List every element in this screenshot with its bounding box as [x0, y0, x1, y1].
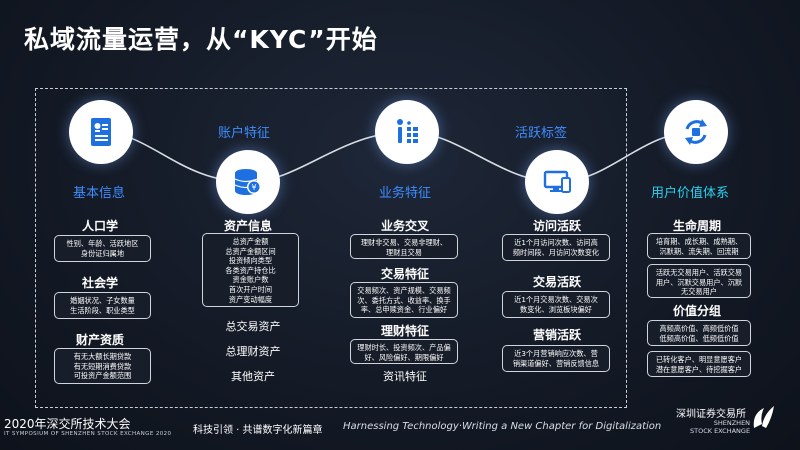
asset-qualification-card: 有无大额长期贷款 有无短期消费贷款 可投资产金额范围 [54, 348, 151, 384]
marketing-active-header: 营销活跃 [532, 328, 581, 342]
user-value-label: 用户价值体系 [651, 186, 730, 201]
account-feature-label: 账户特征 [218, 126, 271, 141]
user-value-node [664, 100, 728, 164]
active-trade-card: 活跃无交易用户、活跃交易 用户、沉默交易用户、沉默 无交易用户 [647, 264, 751, 298]
asset-qualification-header: 财产资质 [75, 333, 124, 347]
sociology-header: 社会学 [81, 276, 118, 290]
basic-info-node [69, 100, 133, 164]
visit-active-card: 近1个月访问次数、访问高 频时间段、月访问次数变化 [502, 234, 610, 261]
event-title: 2020年深交所技术大会 [4, 417, 131, 431]
info-list-icon [397, 119, 418, 143]
trade-active-header: 交易活跃 [532, 275, 581, 289]
activity-tag-label: 活跃标签 [515, 126, 568, 141]
other-asset: 其他资产 [231, 370, 275, 383]
event-subtitle: IT SYMPOSIUM OF SHENZHEN STOCK EXCHANGE … [4, 431, 172, 437]
conversion-card: 已转化客户、明显意愿客户 潜在意愿客户、待挖掘客户 [647, 351, 751, 377]
slogan-cn: 科技引领 · 共谱数字化新篇章 [193, 425, 323, 436]
wealth-feature-card: 理财时长、投资频次、产品偏 好、风险偏好、期限偏好 [350, 339, 458, 364]
lifecycle-header: 生命周期 [672, 219, 721, 233]
dashed-frame [35, 88, 627, 408]
activity-tag-node [525, 150, 589, 214]
value-group-header: 价值分组 [672, 304, 721, 318]
id-card-icon [91, 118, 111, 146]
coin-stack-icon: ¥ [234, 169, 261, 195]
trade-feature-header: 交易特征 [380, 267, 429, 281]
total-trade-asset: 总交易资产 [225, 320, 281, 333]
demographics-card: 性别、年龄、活跃地区 身份证归属地 [54, 235, 151, 262]
value-group-card: 高频高价值、高频低价值 低频高价值、低频低价值 [647, 320, 751, 346]
total-wealth-asset: 总理财资产 [225, 345, 281, 358]
wealth-feature-header: 理财特征 [380, 324, 429, 338]
svg-text:¥: ¥ [251, 183, 256, 192]
sociology-card: 婚姻状况、子女数量 生活阶段、职业类型 [54, 292, 151, 319]
business-cross-card: 理财非交易、交易非理财、 理财且交易 [350, 234, 458, 259]
org-name-en: SHENZHEN STOCK EXCHANGE [690, 419, 751, 435]
asset-info-card: 总资产金额 总资产金额区间 投资倾向类型 各类资产持仓比 资金账户数 首次开户时… [202, 233, 299, 307]
page-title: 私域流量运营，从“KYC”开始 [24, 25, 378, 54]
marketing-active-card: 近3个月营销响应次数、营 销渠道偏好、营销反馈信息 [502, 345, 610, 372]
org-name-cn: 深圳证券交易所 [676, 409, 746, 420]
szse-logo-icon [753, 406, 774, 428]
business-feature-node [375, 100, 439, 164]
account-feature-node: ¥ [216, 150, 280, 214]
business-feature-label: 业务特征 [379, 186, 432, 201]
trade-active-card: 近1个月交易次数、交易次 数变化、浏览板块偏好 [502, 291, 610, 318]
trade-feature-card: 交易频次、资产规模、交易频 次、委托方式、收益率、换手 率、总申赎资金、行业偏好 [350, 282, 458, 318]
business-cross-header: 业务交叉 [380, 219, 429, 233]
asset-info-header: 资产信息 [223, 219, 272, 233]
slogan-en: Harnessing Technology·Writing a New Chap… [343, 421, 662, 432]
visit-active-header: 访问活跃 [532, 219, 581, 233]
cycle-arrows-icon [685, 119, 707, 145]
demographics-header: 人口学 [81, 219, 118, 233]
news-feature: 资讯特征 [383, 370, 427, 383]
devices-icon [543, 170, 571, 193]
basic-info-label: 基本信息 [73, 186, 126, 201]
lifecycle-card: 培育期、成长期、成熟期、 沉默期、流失期、回流期 [647, 233, 751, 259]
